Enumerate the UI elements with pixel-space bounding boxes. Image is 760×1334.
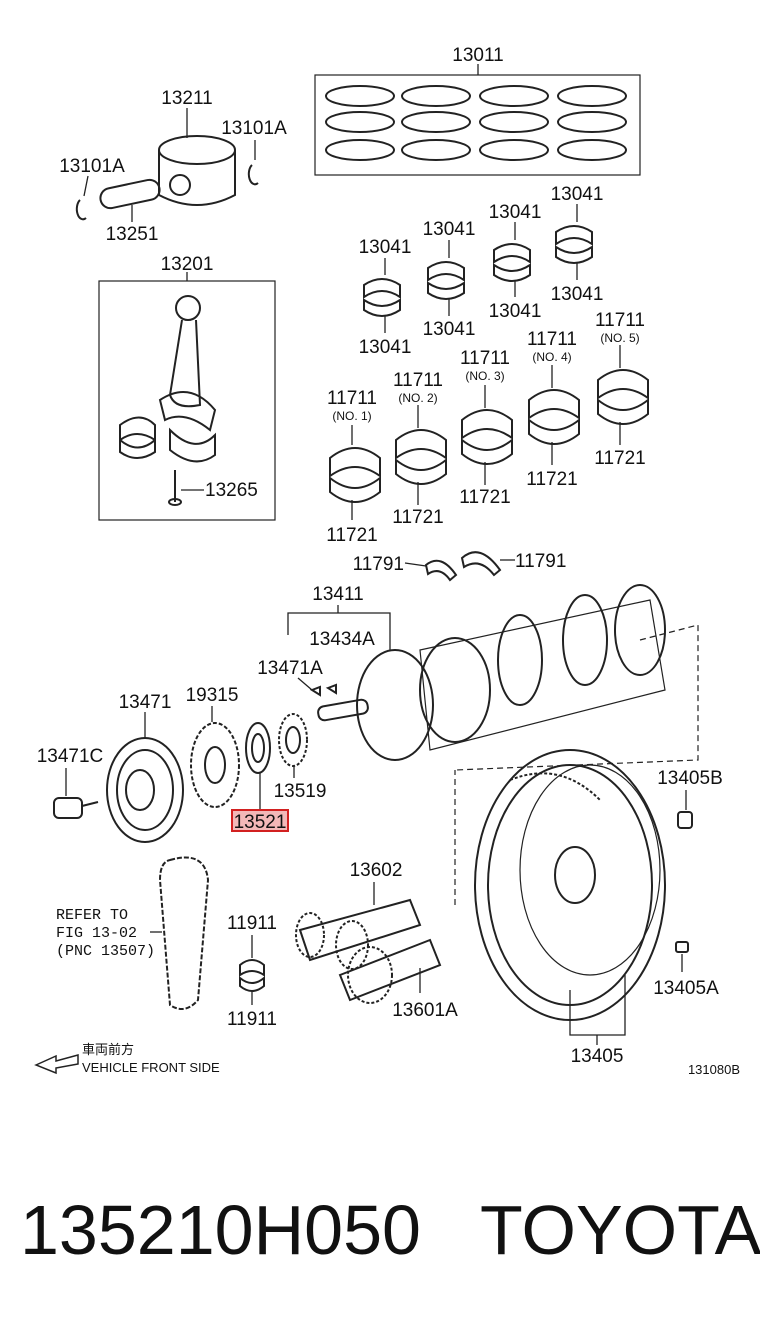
main-bearings (329, 345, 649, 520)
label-13011: 13011 (452, 45, 503, 66)
label-13411: 13411 (312, 584, 363, 605)
label-no5: (NO. 5) (600, 331, 639, 345)
label-13041-1-top: 13041 (359, 237, 412, 258)
label-13601a: 13601A (392, 1000, 458, 1021)
label-13519: 13519 (274, 781, 327, 802)
label-13405: 13405 (571, 1046, 624, 1067)
piston-assembly (75, 108, 259, 222)
label-13602: 13602 (350, 860, 403, 881)
parts-diagram: 13011 13211 13101A 13101A 13251 13201 13… (34, 45, 740, 1077)
part-labels: 13011 13211 13101A 13101A 13251 13201 13… (37, 45, 740, 1077)
refer-line-3: (PNC 13507) (56, 943, 155, 960)
label-13041-2-bottom: 13041 (423, 319, 476, 340)
label-13041-2-top: 13041 (423, 219, 476, 240)
label-11911-top: 11911 (227, 913, 277, 934)
part-number: 135210H050 (20, 1191, 421, 1269)
label-13041-1-bottom: 13041 (359, 337, 412, 358)
label-13101a-left: 13101A (59, 156, 125, 177)
label-13201: 13201 (161, 254, 214, 275)
timing-chain (150, 856, 210, 1010)
label-11721-no1: 11721 (326, 525, 377, 546)
balance-shafts (239, 882, 442, 1005)
connecting-rod-assembly (98, 272, 276, 521)
label-11711-no1: 11711 (327, 388, 377, 409)
piston-ring-set (314, 64, 641, 176)
label-13101a-right: 13101A (221, 118, 287, 139)
label-11721-no3: 11721 (459, 487, 510, 508)
label-11911-bottom: 11911 (227, 1009, 277, 1030)
label-11711-no5: 11711 (595, 310, 645, 331)
label-13434a: 13434A (309, 629, 375, 650)
flywheel (454, 749, 693, 1045)
label-13471a: 13471A (257, 658, 323, 679)
label-19315: 19315 (186, 685, 239, 706)
brand-name: TOYOTA (480, 1191, 760, 1269)
label-13405a: 13405A (653, 978, 719, 999)
front-side-en: VEHICLE FRONT SIDE (82, 1060, 220, 1075)
label-11711-no3: 11711 (460, 348, 510, 369)
label-no1: (NO. 1) (332, 409, 371, 423)
label-13251: 13251 (106, 224, 159, 245)
label-13471c: 13471C (37, 746, 104, 767)
label-13405b: 13405B (657, 768, 723, 789)
figure-code: 131080B (688, 1062, 740, 1077)
label-13521: 13521 (234, 812, 287, 833)
label-11711-no2: 11711 (393, 370, 443, 391)
label-no3: (NO. 3) (465, 369, 504, 383)
highlight-13521 (231, 809, 289, 832)
label-no4: (NO. 4) (532, 350, 571, 364)
crankshaft (287, 584, 699, 771)
label-13041-3-top: 13041 (489, 202, 542, 223)
refer-line-1: REFER TO (56, 907, 128, 924)
label-11721-no4: 11721 (526, 469, 577, 490)
label-13041-3-bottom: 13041 (489, 301, 542, 322)
label-11711-no4: 11711 (527, 329, 577, 350)
refer-line-2: FIG 13-02 (56, 925, 137, 942)
label-13265: 13265 (205, 480, 258, 501)
timing-gears (190, 706, 308, 832)
vehicle-front-arrow-icon (34, 1054, 79, 1075)
thrust-washers (404, 551, 515, 582)
label-13211: 13211 (161, 88, 212, 109)
conrod-bearings (363, 204, 593, 333)
label-11791-right: 11791 (515, 551, 566, 572)
label-13041-4-top: 13041 (551, 184, 604, 205)
label-11721-no5: 11721 (594, 448, 645, 469)
crank-pulley (53, 712, 184, 843)
label-no2: (NO. 2) (398, 391, 437, 405)
label-11791-left: 11791 (353, 554, 404, 575)
label-11721-no2: 11721 (392, 507, 443, 528)
label-13041-4-bottom: 13041 (551, 284, 604, 305)
label-13471: 13471 (119, 692, 172, 713)
front-side-jp: 車両前方 (82, 1042, 134, 1057)
footer: 135210H050 TOYOTA (0, 1190, 760, 1280)
